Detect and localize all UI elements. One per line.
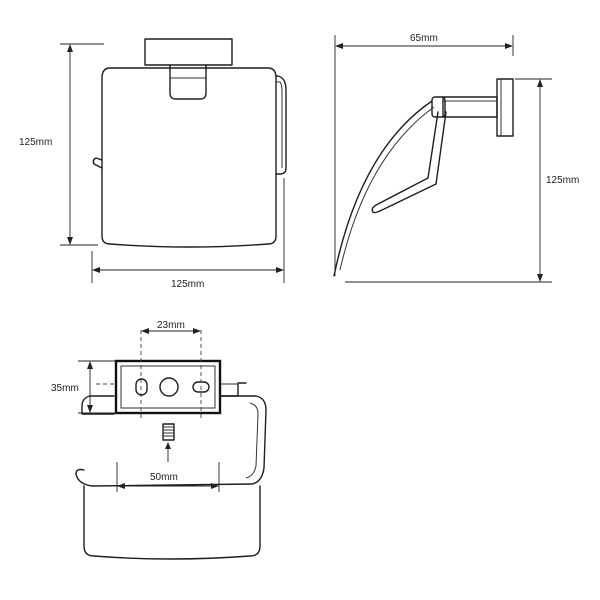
back-bar-arrow-right — [211, 483, 219, 489]
side-roll-bar — [371, 111, 439, 213]
front-cover — [101, 67, 277, 248]
back-spacing-label: 23mm — [157, 320, 185, 331]
back-plate-label: 35mm — [51, 383, 79, 394]
front-bar-stub — [92, 157, 103, 169]
side-depth-arrow-left — [335, 43, 343, 49]
side-roll-bar-inner — [372, 111, 447, 214]
back-roll-loop-inner — [245, 402, 259, 479]
side-cover-outer — [333, 100, 433, 277]
back-screw-thread — [163, 426, 174, 437]
back-bar-label: 50mm — [150, 472, 178, 483]
front-mount-block — [144, 38, 233, 66]
back-roll-loop — [75, 395, 267, 487]
side-view: 65mm 125mm — [333, 33, 579, 283]
back-housing-left — [81, 395, 115, 415]
side-cover-inner — [339, 106, 435, 271]
side-depth-arrow-right — [505, 43, 513, 49]
front-height-arrow-bottom — [67, 237, 73, 245]
back-mount-plate — [114, 359, 222, 415]
side-arm — [442, 96, 498, 118]
back-screw-arrow — [165, 442, 171, 449]
back-screw — [162, 423, 175, 441]
side-height-arrow-bottom — [537, 274, 543, 282]
back-left-slot — [135, 378, 148, 396]
back-housing-top — [89, 382, 247, 397]
front-width-arrow-left — [92, 267, 100, 273]
front-width-label: 125mm — [171, 279, 204, 290]
side-wall-plate — [496, 78, 514, 137]
front-height-label: 125mm — [19, 137, 52, 148]
front-hinge — [169, 64, 207, 100]
front-view: 125mm 125mm — [19, 38, 287, 290]
front-arm — [275, 75, 287, 175]
back-plate-arrow-bottom — [87, 405, 93, 413]
back-spacing-arrow-left — [141, 328, 149, 334]
side-height-arrow-top — [537, 79, 543, 87]
back-plate-arrow-top — [87, 361, 93, 369]
back-center-hole — [159, 377, 179, 397]
back-bar-arrow-left — [117, 483, 125, 489]
side-depth-label: 65mm — [410, 33, 438, 44]
back-mount-plate-inner — [120, 365, 216, 409]
front-width-arrow-right — [276, 267, 284, 273]
back-spacing-arrow-right — [193, 328, 201, 334]
back-cover — [83, 485, 261, 560]
side-height-label: 125mm — [546, 175, 579, 186]
front-arm-inner — [276, 81, 283, 168]
side-hinge — [431, 96, 446, 118]
front-height-arrow-top — [67, 44, 73, 52]
back-view: 23mm 35mm 50mm — [51, 320, 267, 560]
